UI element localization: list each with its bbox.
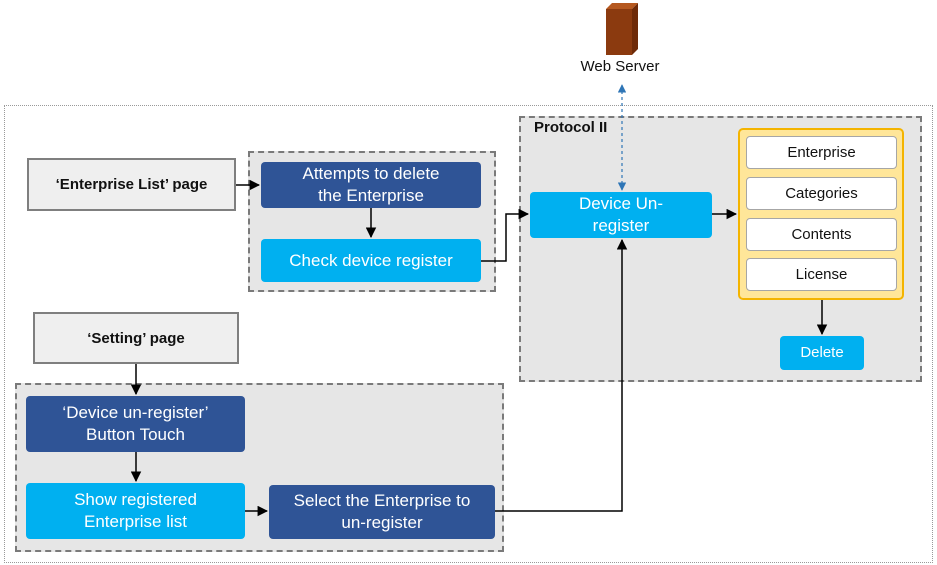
arrow-check-to-unregister	[481, 208, 530, 262]
web-server-label: Web Server	[580, 58, 660, 75]
select-enterprise-box[interactable]: Select the Enterprise to un-register	[269, 485, 495, 539]
target-enterprise[interactable]: Enterprise	[746, 136, 897, 169]
check-device-register-box[interactable]: Check device register	[261, 239, 481, 282]
setting-page-box[interactable]: ‘Setting’ page	[33, 312, 239, 364]
enterprise-list-page-box[interactable]: ‘Enterprise List’ page	[27, 158, 236, 211]
delete-button[interactable]: Delete	[780, 336, 864, 370]
attempts-delete-box[interactable]: Attempts to delete the Enterprise	[261, 162, 481, 208]
server-tower-icon	[606, 3, 638, 55]
show-registered-list-box[interactable]: Show registered Enterprise list	[26, 483, 245, 539]
target-contents[interactable]: Contents	[746, 218, 897, 251]
outer-frame	[4, 105, 933, 563]
target-categories[interactable]: Categories	[746, 177, 897, 210]
target-license[interactable]: License	[746, 258, 897, 291]
device-unregister-button-touch-box[interactable]: ‘Device un-register’ Button Touch	[26, 396, 245, 452]
protocol-title: Protocol II	[534, 119, 608, 136]
arrow-select-to-unregister	[495, 238, 628, 512]
device-unregister-box[interactable]: Device Un-register	[530, 192, 712, 238]
